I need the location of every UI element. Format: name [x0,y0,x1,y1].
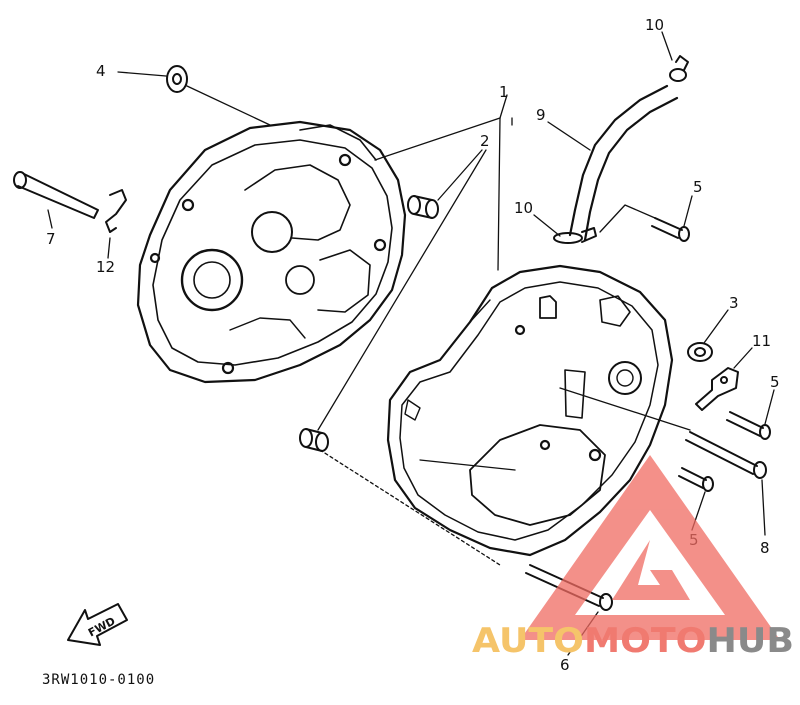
hose-clip-lower [553,227,597,244]
watermark-auto: AUTO [472,621,584,661]
callout-7: 7 [46,230,56,248]
callout-6: 6 [560,656,570,674]
dowel-pin-upper [407,195,439,219]
breather-hose-9 [568,84,679,242]
callout-11: 11 [752,332,771,350]
leader-lines [47,31,775,656]
watermark-logo [520,455,780,640]
bracket-11 [695,367,739,411]
dowel-pin-lower [299,428,329,452]
clip-12 [105,189,127,233]
bolt-5-lower [678,467,714,492]
watermark-hub: HUB [707,621,794,661]
callout-5-right: 5 [770,373,780,391]
forward-direction-arrow: FWD [67,603,128,646]
callout-3: 3 [729,294,739,312]
callout-4: 4 [96,62,106,80]
callout-2: 2 [480,132,490,150]
washer-3 [687,342,713,362]
callout-8: 8 [760,539,770,557]
long-bolt-8 [685,431,767,479]
diagram-code: 3RW1010-0100 [42,672,155,688]
long-bolt-7 [13,171,99,219]
callout-labels: 1 2 3 4 5 5 5 6 7 8 9 10 10 11 12 [46,16,780,674]
callout-10-top: 10 [645,16,664,34]
right-crankcase-half [386,264,674,557]
hose-clip-upper [669,55,689,82]
bolt-5-right [726,411,771,440]
callout-10-lower: 10 [514,199,533,217]
bolt-5-top [651,217,690,242]
washer-4 [166,65,188,93]
left-crankcase-half [136,120,407,384]
watermark-triangle-icon [520,455,780,640]
callout-1: 1 [499,83,509,101]
callout-9: 9 [536,106,546,124]
callout-12: 12 [96,258,115,276]
callout-5-top: 5 [693,178,703,196]
watermark-moto: MOTO [584,621,707,661]
